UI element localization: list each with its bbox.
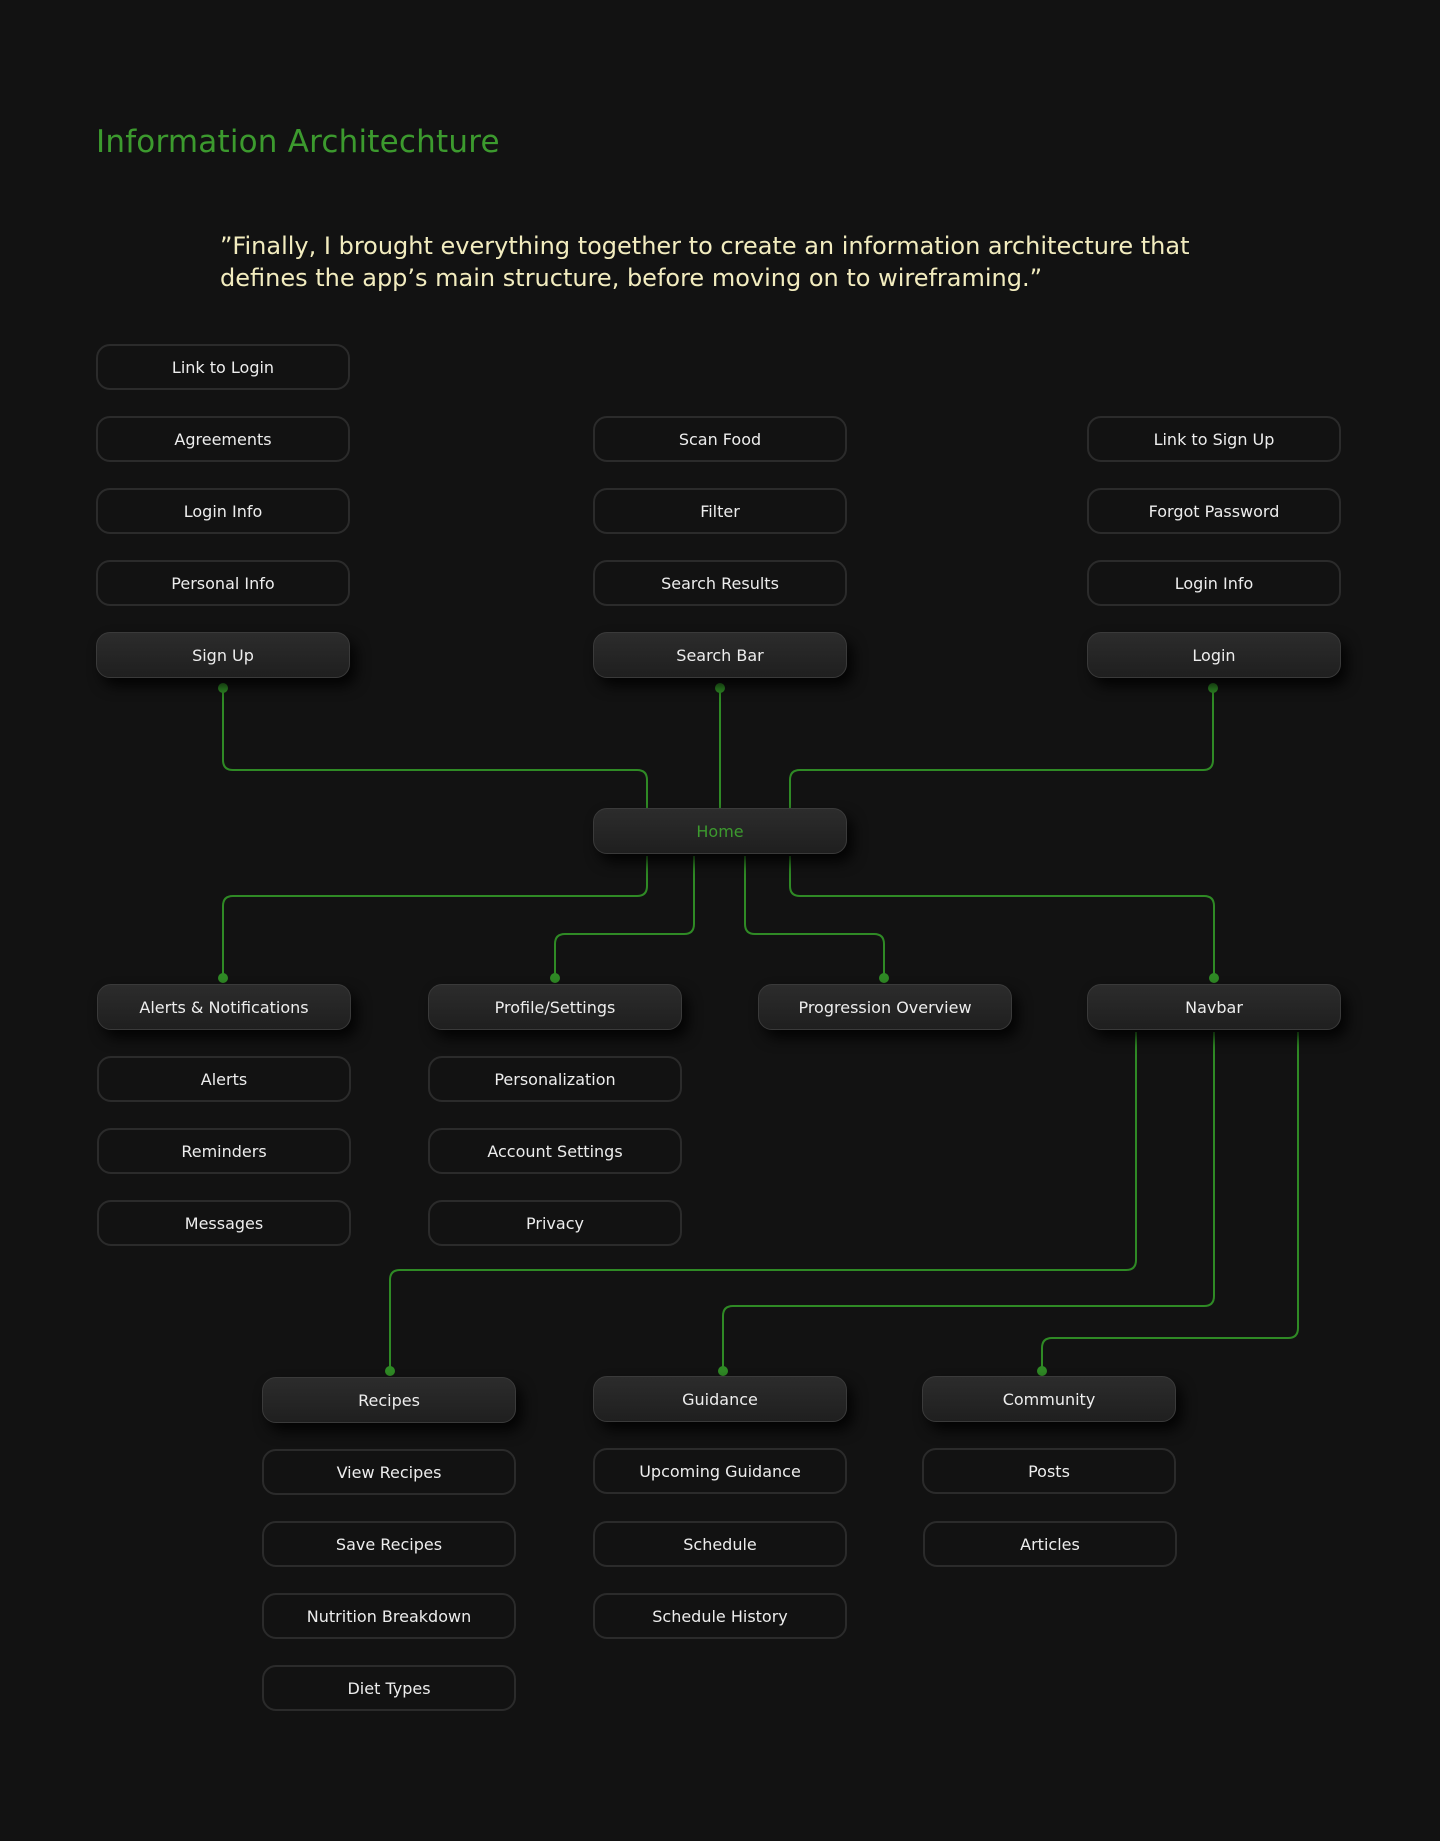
node-posts[interactable]: Posts <box>922 1448 1176 1494</box>
node-diet-types[interactable]: Diet Types <box>262 1665 516 1711</box>
node-signup-login-info[interactable]: Login Info <box>96 488 350 534</box>
node-profile-settings[interactable]: Profile/Settings <box>428 984 682 1030</box>
node-search-bar[interactable]: Search Bar <box>593 632 847 678</box>
node-messages[interactable]: Messages <box>97 1200 351 1246</box>
node-schedule[interactable]: Schedule <box>593 1521 847 1567</box>
node-save-recipes[interactable]: Save Recipes <box>262 1521 516 1567</box>
node-alerts[interactable]: Alerts <box>97 1056 351 1102</box>
node-account-settings[interactable]: Account Settings <box>428 1128 682 1174</box>
node-search-results[interactable]: Search Results <box>593 560 847 606</box>
quote-line-1: ”Finally, I brought everything together … <box>220 232 1190 260</box>
node-nutrition-breakdown[interactable]: Nutrition Breakdown <box>262 1593 516 1639</box>
node-guidance[interactable]: Guidance <box>593 1376 847 1422</box>
quote-line-2: defines the app’s main structure, before… <box>220 264 1043 292</box>
node-reminders[interactable]: Reminders <box>97 1128 351 1174</box>
node-progression-overview[interactable]: Progression Overview <box>758 984 1012 1030</box>
node-sign-up[interactable]: Sign Up <box>96 632 350 678</box>
node-navbar[interactable]: Navbar <box>1087 984 1341 1030</box>
node-schedule-history[interactable]: Schedule History <box>593 1593 847 1639</box>
node-home[interactable]: Home <box>593 808 847 854</box>
node-login-login-info[interactable]: Login Info <box>1087 560 1341 606</box>
intro-quote: ”Finally, I brought everything together … <box>220 230 1260 294</box>
node-privacy[interactable]: Privacy <box>428 1200 682 1246</box>
node-link-to-sign-up[interactable]: Link to Sign Up <box>1087 416 1341 462</box>
node-agreements[interactable]: Agreements <box>96 416 350 462</box>
node-view-recipes[interactable]: View Recipes <box>262 1449 516 1495</box>
node-alerts-notifications[interactable]: Alerts & Notifications <box>97 984 351 1030</box>
node-personal-info[interactable]: Personal Info <box>96 560 350 606</box>
node-articles[interactable]: Articles <box>923 1521 1177 1567</box>
page-title: Information Architechture <box>96 124 500 160</box>
node-forgot-password[interactable]: Forgot Password <box>1087 488 1341 534</box>
node-upcoming-guidance[interactable]: Upcoming Guidance <box>593 1448 847 1494</box>
node-login[interactable]: Login <box>1087 632 1341 678</box>
node-link-to-login[interactable]: Link to Login <box>96 344 350 390</box>
node-personalization[interactable]: Personalization <box>428 1056 682 1102</box>
node-community[interactable]: Community <box>922 1376 1176 1422</box>
node-filter[interactable]: Filter <box>593 488 847 534</box>
node-recipes[interactable]: Recipes <box>262 1377 516 1423</box>
node-scan-food[interactable]: Scan Food <box>593 416 847 462</box>
